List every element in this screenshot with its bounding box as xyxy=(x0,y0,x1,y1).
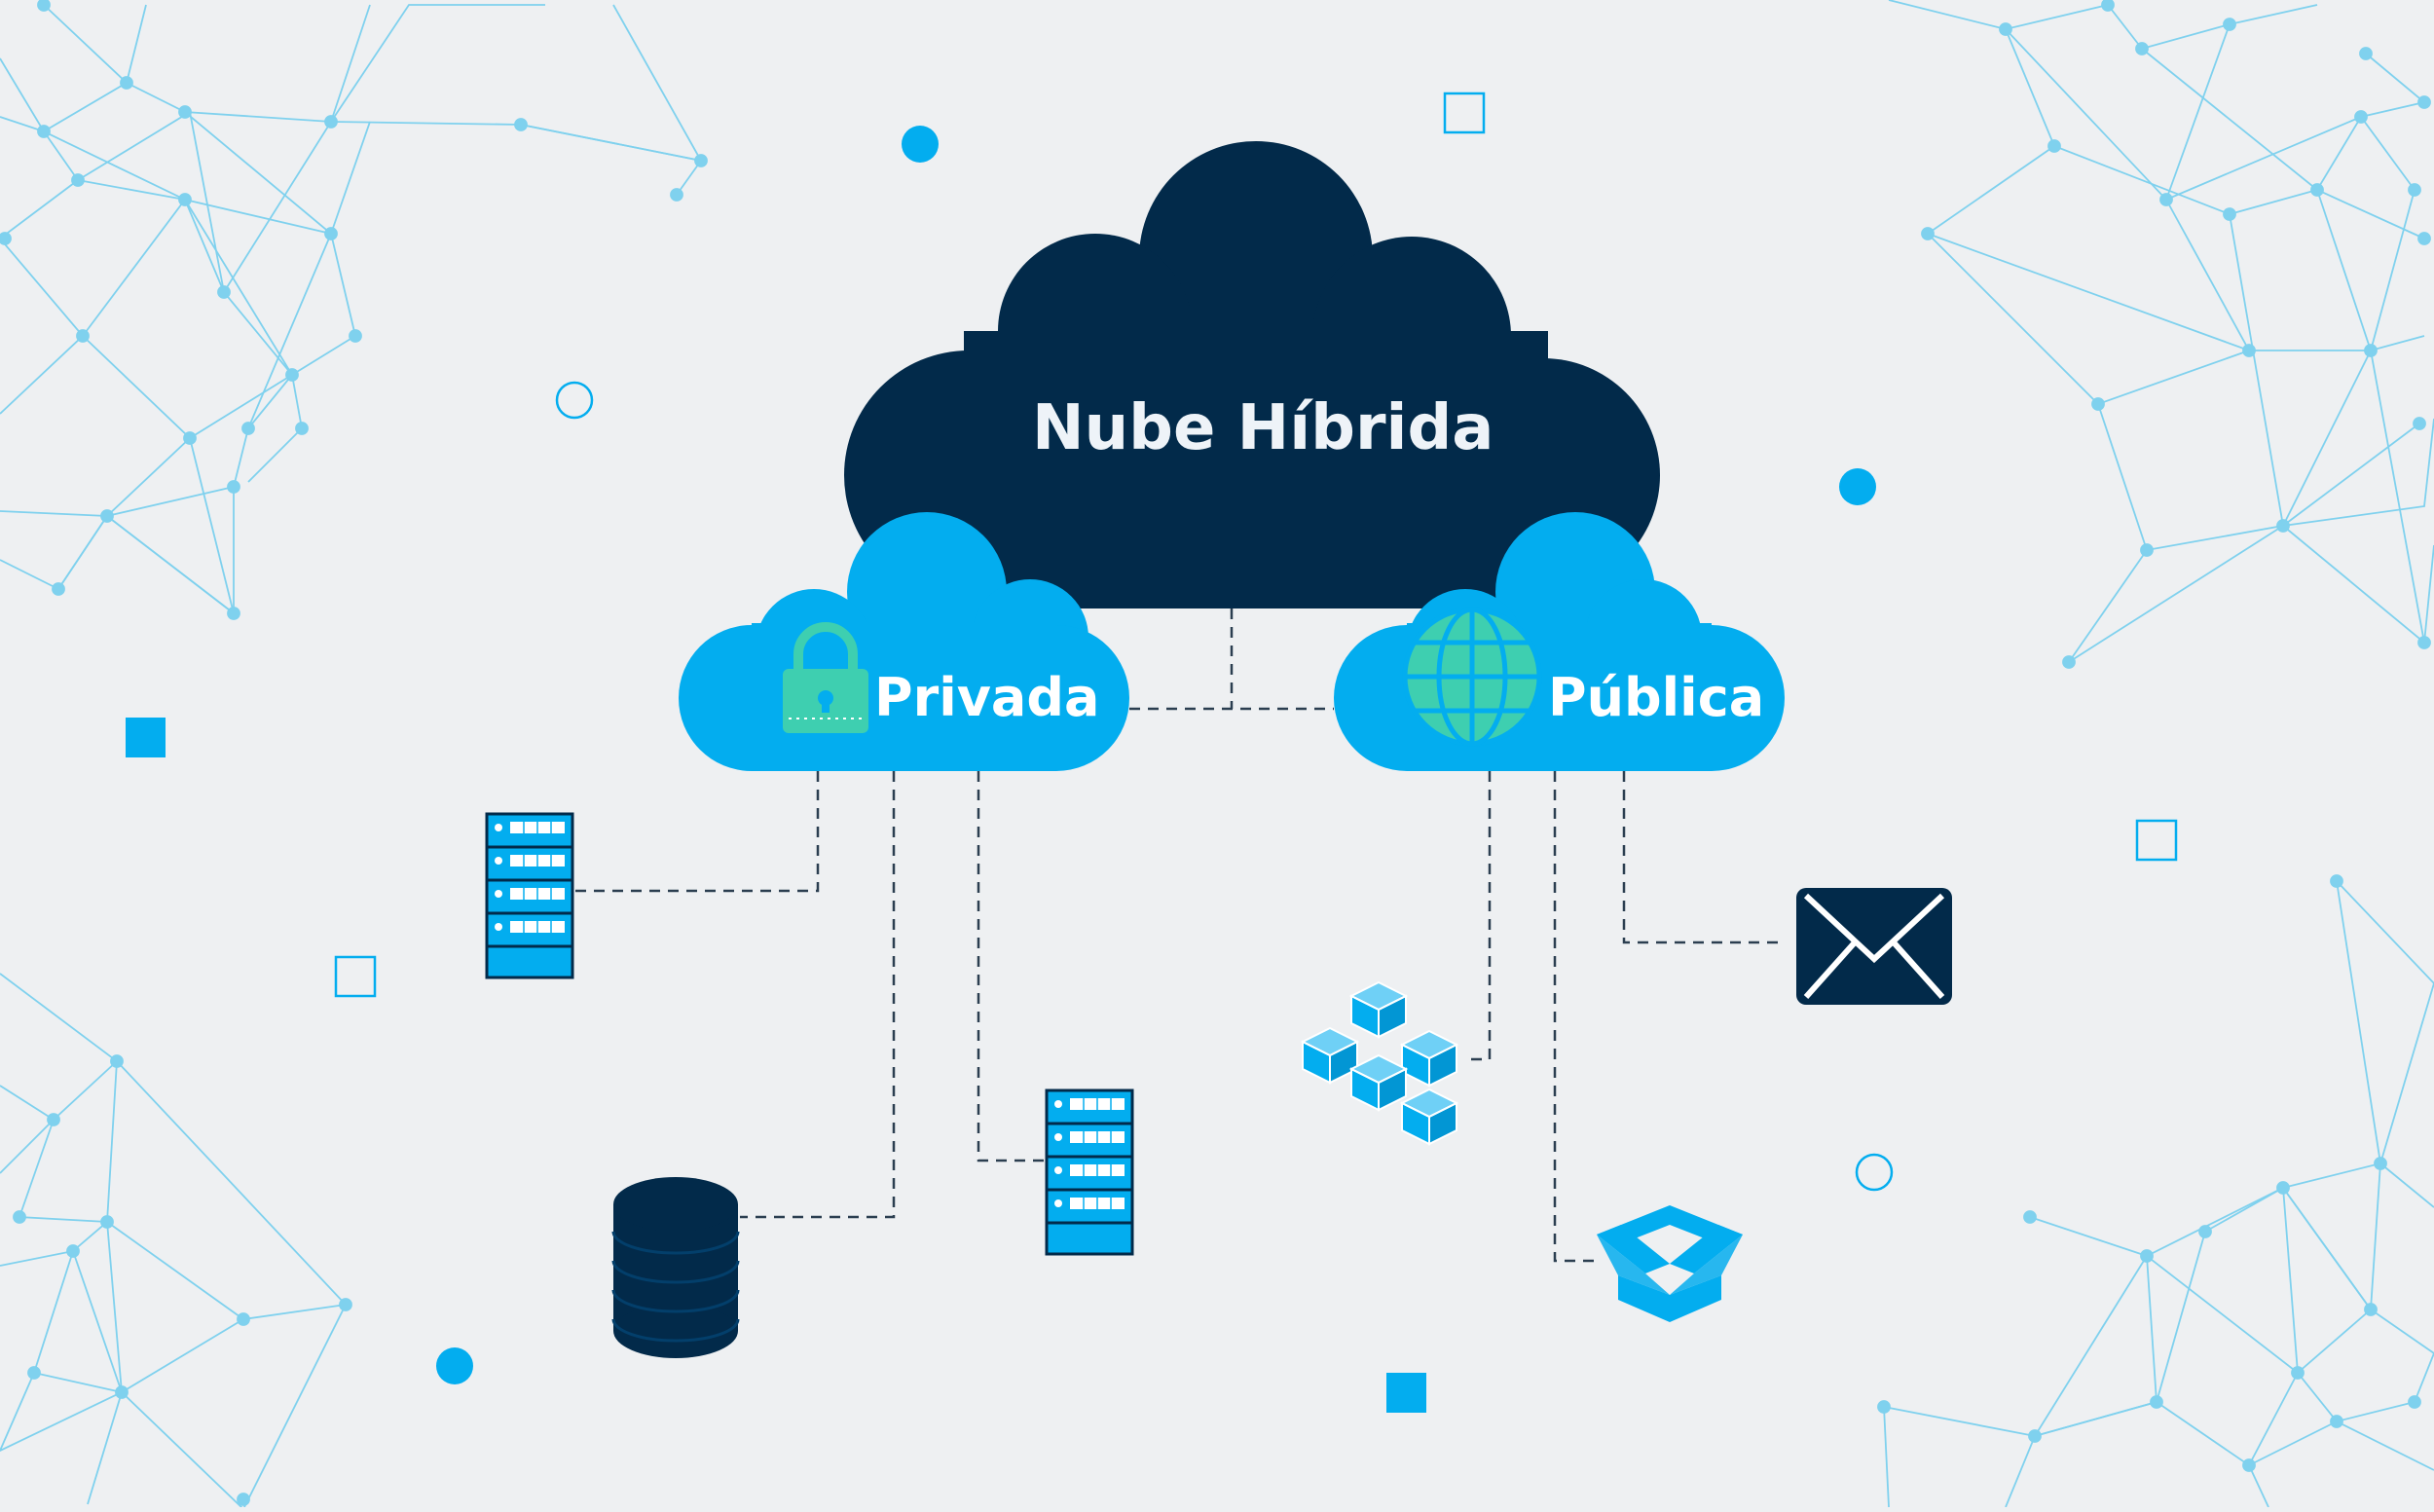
padlock-icon xyxy=(783,622,868,733)
private-cloud-label: Privada xyxy=(874,667,1100,728)
square-decoration xyxy=(1443,92,1486,134)
network-mesh-top-right xyxy=(1888,0,2434,669)
connector-private-database xyxy=(740,771,896,1219)
square-decoration xyxy=(126,718,166,757)
decorative-shapes xyxy=(126,92,2178,1413)
network-mesh-bottom-left xyxy=(0,973,352,1510)
public-cloud-label: Pública xyxy=(1548,667,1765,728)
connector-private-server-1 xyxy=(574,771,820,893)
ring-decoration xyxy=(1855,1153,1894,1192)
square-decoration xyxy=(1386,1373,1426,1413)
connector-public-cubes xyxy=(1468,771,1492,1061)
public-cloud xyxy=(1334,512,1785,771)
dot-decoration xyxy=(436,1347,473,1384)
database-icon xyxy=(611,1177,740,1358)
box-icon xyxy=(1597,1205,1743,1322)
dot-decoration xyxy=(1839,468,1876,505)
square-decoration xyxy=(334,955,377,998)
network-mesh-bottom-right xyxy=(1877,874,2434,1508)
main-cloud xyxy=(844,141,1660,608)
cubes-icon xyxy=(1302,981,1457,1145)
connector-private-server-2 xyxy=(977,771,1044,1162)
server-rack-icon xyxy=(485,812,574,979)
globe-icon xyxy=(1402,607,1542,747)
square-decoration xyxy=(2135,819,2178,862)
server-rack-icon xyxy=(1045,1088,1134,1256)
connector-public-box xyxy=(1553,771,1597,1263)
ring-decoration xyxy=(555,381,594,420)
connector-public-mail xyxy=(1622,771,1782,944)
mail-envelope-icon xyxy=(1796,888,1952,1005)
dot-decoration xyxy=(902,126,939,163)
main-cloud-title: Nube Híbrida xyxy=(1032,392,1494,464)
network-mesh-top-left xyxy=(0,0,708,620)
connector-lines xyxy=(574,608,1782,1263)
